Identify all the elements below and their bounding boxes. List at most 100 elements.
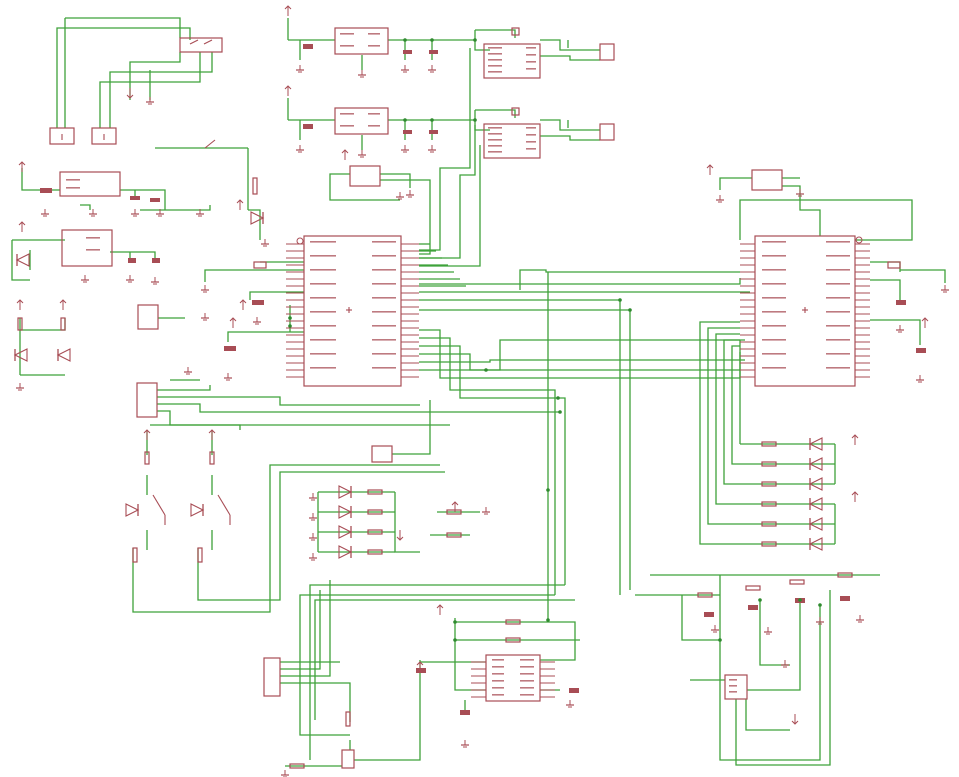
pin-label	[492, 673, 504, 675]
pin-label	[762, 297, 786, 299]
diode-triangle	[808, 477, 823, 491]
wire	[140, 205, 211, 211]
wire	[731, 345, 740, 465]
parts-layer	[13, 5, 949, 777]
pin-label	[826, 241, 850, 243]
resistor-icon	[446, 532, 462, 538]
power-arrow-icon	[16, 299, 24, 310]
capacitor-icon	[224, 346, 236, 351]
pin-label	[310, 325, 336, 327]
pin-label	[526, 47, 536, 49]
wire	[519, 269, 740, 290]
pin-label	[526, 127, 536, 129]
resistor-icon	[697, 592, 713, 598]
pin-label	[826, 297, 850, 299]
pin-label	[762, 353, 786, 355]
wire	[782, 185, 821, 236]
pin-label	[310, 353, 336, 355]
voltage-regulator-icon	[334, 27, 389, 55]
ground-icon	[401, 65, 409, 73]
ground-icon	[131, 209, 139, 217]
resistor-icon	[289, 763, 305, 769]
pin-label	[340, 33, 354, 35]
wire	[249, 291, 304, 300]
pin-label	[729, 679, 737, 681]
power-arrowhead	[451, 501, 459, 506]
capacitor-icon	[704, 612, 714, 617]
junction-dot	[798, 598, 802, 602]
capacitor-icon	[403, 50, 412, 54]
capacitor-icon	[429, 130, 438, 134]
wire	[870, 319, 921, 345]
ground-icon	[764, 627, 772, 635]
wire	[870, 279, 901, 300]
power-arrow-icon	[396, 530, 404, 541]
power-arrow-icon	[208, 429, 216, 440]
diode-icon	[250, 211, 265, 225]
junction-dot	[403, 118, 407, 122]
ground-icon	[41, 209, 49, 217]
pin-label	[372, 353, 396, 355]
capacitor-icon	[429, 50, 438, 54]
power-arrowhead	[851, 491, 859, 496]
junction-dot	[430, 118, 434, 122]
pin-label	[492, 659, 504, 661]
pin-label	[488, 71, 502, 73]
ic-icon	[61, 229, 113, 267]
wire	[329, 173, 400, 201]
ground-icon	[309, 553, 317, 561]
ground-icon	[146, 97, 154, 105]
label-layer	[66, 33, 850, 696]
ground-icon	[396, 192, 404, 200]
power-arrow-icon	[143, 429, 151, 440]
power-arrow-icon	[239, 299, 247, 310]
diode-triangle	[56, 348, 71, 362]
power-arrow-icon	[284, 85, 292, 96]
junction-dot	[473, 118, 477, 122]
capacitor-icon	[150, 198, 160, 202]
ic-icon	[724, 674, 748, 700]
power-arrowhead	[436, 604, 444, 609]
power-arrow-icon	[59, 299, 67, 310]
power-arrowhead	[236, 199, 244, 204]
connector-icon	[371, 445, 393, 463]
resistor-icon	[837, 572, 853, 578]
resistor-icon	[761, 441, 777, 447]
wire	[380, 179, 431, 255]
diode-triangle	[250, 211, 265, 225]
ground-icon	[156, 209, 164, 217]
power-arrowhead	[18, 161, 26, 166]
wire	[759, 600, 790, 666]
diode-icon	[190, 503, 205, 517]
pin-label	[368, 33, 380, 35]
power-arrow-icon	[416, 661, 424, 672]
power-arrowhead	[16, 299, 24, 304]
power-arrow-icon	[436, 604, 444, 615]
resistor-icon	[60, 317, 66, 331]
connector-icon	[349, 165, 381, 187]
wire	[280, 580, 331, 677]
capacitor-icon	[460, 710, 470, 715]
pin-label	[826, 325, 850, 327]
capacitor-icon	[130, 196, 140, 200]
diode-triangle	[338, 545, 353, 559]
power-arrowhead	[791, 720, 799, 725]
power-arrow-icon	[851, 491, 859, 502]
connector-icon	[49, 127, 75, 145]
resistor-icon	[367, 549, 383, 555]
junction-dot	[546, 618, 550, 622]
wire	[747, 600, 801, 691]
wire	[157, 396, 420, 406]
pin-label	[526, 148, 536, 150]
diode-icon	[808, 457, 823, 471]
power-arrowhead	[396, 536, 404, 541]
ground-icon	[201, 313, 209, 321]
pin-label	[492, 680, 504, 682]
power-arrowhead	[126, 94, 134, 99]
pin-label	[340, 125, 354, 127]
capacitor-icon	[748, 605, 758, 610]
resistor-icon	[761, 541, 777, 547]
switch-contact	[203, 39, 213, 45]
junction-dot	[430, 38, 434, 42]
